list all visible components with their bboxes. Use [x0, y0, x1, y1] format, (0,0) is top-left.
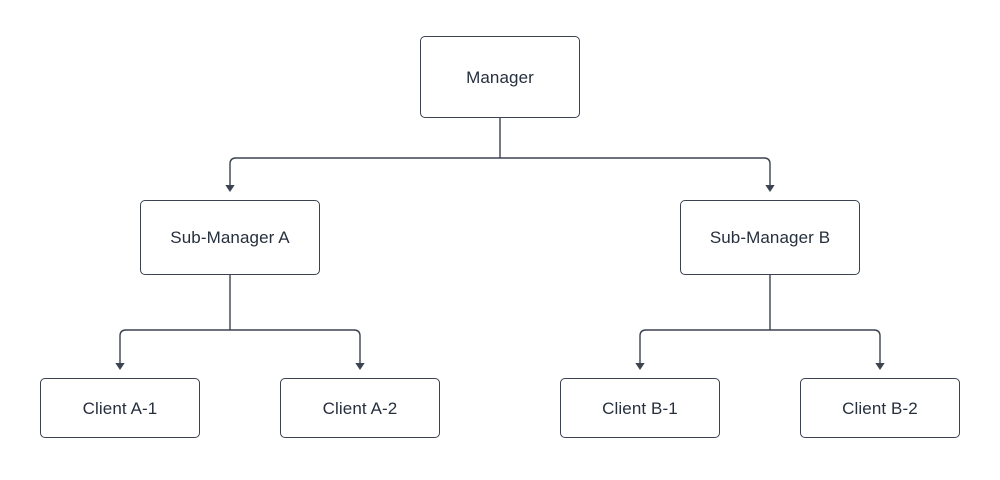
node-client-a-2[interactable]: Client A-2	[280, 378, 440, 438]
edge-manager-sub-a	[225, 157, 500, 192]
node-client-b-2[interactable]: Client B-2	[800, 378, 960, 438]
node-sub-manager-a[interactable]: Sub-Manager A	[140, 200, 320, 275]
node-manager[interactable]: Manager	[420, 36, 580, 118]
edge-sub-a-client-2	[230, 329, 365, 370]
edge-manager-sub-b	[500, 157, 775, 192]
node-client-b-1[interactable]: Client B-1	[560, 378, 720, 438]
node-sub-manager-b[interactable]: Sub-Manager B	[680, 200, 860, 275]
node-sub-manager-b-label: Sub-Manager B	[709, 228, 831, 247]
node-sub-manager-a-label: Sub-Manager A	[170, 228, 290, 247]
node-client-b-1-label: Client B-1	[602, 398, 678, 418]
node-client-a-1[interactable]: Client A-1	[40, 378, 200, 438]
node-manager-label: Manager	[466, 67, 534, 87]
edge-sub-b-client-1	[635, 329, 770, 370]
node-client-b-2-label: Client B-2	[842, 398, 918, 418]
edge-sub-a-client-1	[115, 329, 230, 370]
node-client-a-1-label: Client A-1	[82, 398, 158, 418]
edge-sub-b-client-2	[770, 329, 885, 370]
node-client-a-2-label: Client A-2	[322, 398, 398, 418]
